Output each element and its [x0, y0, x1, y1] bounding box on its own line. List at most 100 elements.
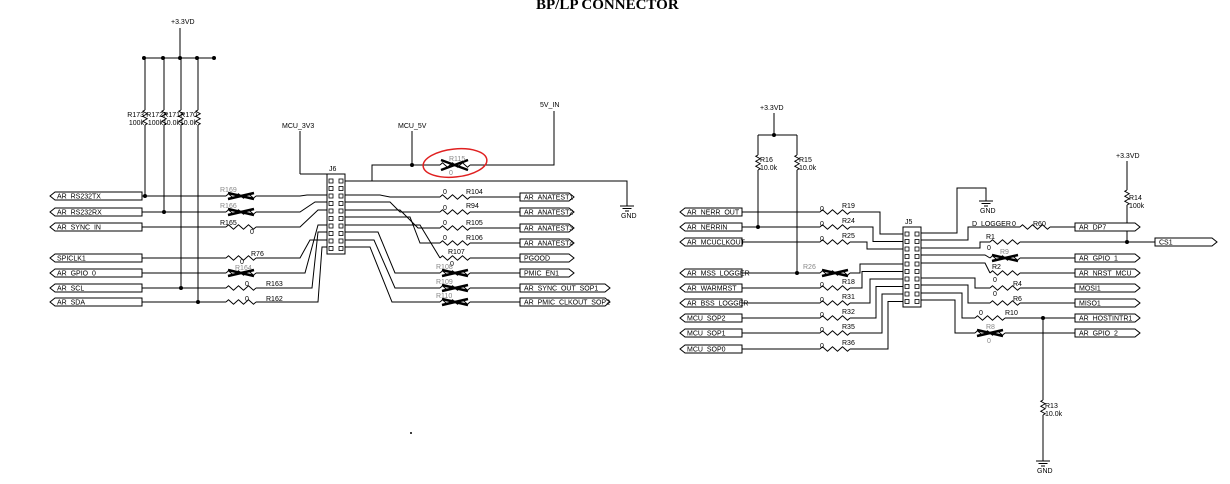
- wire: [850, 241, 903, 250]
- power-label: +3.3VD: [1116, 153, 1140, 160]
- res-value: 0: [820, 236, 824, 243]
- resistor-symbol: [225, 285, 257, 291]
- res-value: 0: [443, 220, 447, 227]
- res-ref: R19: [842, 203, 855, 210]
- res-value: 0: [450, 261, 454, 268]
- port-shape: [519, 268, 575, 278]
- resistor-symbol: [819, 285, 851, 291]
- wire: [345, 180, 628, 200]
- wire: [470, 111, 555, 166]
- power-label: +3.3VD: [760, 105, 784, 112]
- wire: [256, 194, 327, 197]
- port-shape: [1074, 222, 1141, 232]
- resistor-symbol: [793, 154, 801, 171]
- res-ref: R162: [266, 296, 283, 303]
- port-shape: [519, 253, 575, 263]
- res-value: 0: [820, 343, 824, 350]
- dnp-mark: [227, 268, 255, 278]
- wire: [850, 278, 903, 304]
- rb-right-port-0: AR_DP7: [1079, 225, 1106, 232]
- pullup-value: 10.0k: [760, 165, 778, 172]
- wire: [850, 293, 903, 334]
- resistor-symbol: [1039, 399, 1047, 416]
- pullup-value: 10.0k: [163, 120, 181, 127]
- connector-pin: [904, 254, 910, 259]
- connector-pin: [328, 201, 334, 206]
- left-port-5: AR_SCL: [57, 286, 84, 293]
- port-shape: [519, 223, 575, 233]
- resistor-symbol: [439, 255, 471, 261]
- resistor-symbol: [439, 225, 471, 231]
- port-shape: [1074, 268, 1141, 278]
- res-value: 0: [820, 312, 824, 319]
- connector-pin: [914, 284, 920, 289]
- wire: [345, 209, 440, 229]
- port-shape: [519, 283, 611, 293]
- resistor-symbol: [177, 109, 185, 126]
- left-port-3: SPICLK1: [57, 256, 86, 263]
- connector-ref: J5: [905, 219, 913, 226]
- connector-pin: [328, 238, 334, 244]
- resistor-symbol: [974, 315, 1006, 321]
- res-value: 0: [987, 245, 991, 252]
- dnp-mark: [441, 283, 469, 293]
- res-value: 0: [993, 277, 997, 284]
- port-shape: [1074, 253, 1141, 263]
- resistor-symbol: [754, 154, 762, 171]
- right-port-3: AR_ANATEST4: [524, 241, 573, 248]
- connector-pin: [338, 193, 344, 199]
- dnp-mark: [227, 191, 255, 201]
- resistor-symbol: [819, 300, 851, 306]
- res-ref: R105: [466, 220, 483, 227]
- port-shape: [519, 192, 575, 202]
- port-shape: [519, 207, 575, 217]
- connector-pin: [338, 216, 344, 221]
- pullup-value: 100k: [129, 120, 145, 127]
- port-shape: [679, 237, 743, 247]
- port-shape: [679, 313, 743, 323]
- res-ref: R107: [448, 249, 465, 256]
- resistor-symbol: [439, 194, 471, 200]
- right-port-5: PMIC_EN1: [524, 271, 559, 278]
- resistor-symbol: [989, 285, 1021, 291]
- res-value: 0: [245, 296, 249, 303]
- dnp-mark: [227, 207, 255, 217]
- res-ref: R60: [1033, 221, 1046, 228]
- port-shape: [49, 268, 143, 278]
- resistor-symbol: [225, 299, 257, 305]
- res-value: 0: [1012, 221, 1016, 228]
- res-value: 0: [443, 235, 447, 242]
- res-value: 0: [987, 338, 991, 345]
- resistor-symbol: [989, 239, 1021, 245]
- wire: [256, 246, 327, 303]
- wire: [921, 241, 990, 249]
- port-shape: [49, 283, 143, 293]
- wire: [256, 201, 327, 213]
- resistor-symbol: [819, 315, 851, 321]
- connector-pin: [904, 291, 910, 297]
- connector-pin: [914, 299, 920, 304]
- rail-label: MCU_3V3: [282, 123, 314, 130]
- res-value: 0: [820, 297, 824, 304]
- res-ref: R94: [466, 203, 479, 210]
- rb-right-port-1: AR_GPIO_1: [1079, 256, 1118, 263]
- page-title: BP/LP CONNECTOR: [536, 0, 679, 13]
- left-port-0: AR_RS232TX: [57, 194, 101, 201]
- res-ref: R163: [266, 281, 283, 288]
- wire: [850, 286, 903, 319]
- connector-pin: [338, 223, 344, 229]
- connector-pin: [904, 269, 910, 274]
- connector-pin: [328, 223, 334, 229]
- rb-right-port-3: MOSI1: [1079, 286, 1101, 293]
- wire: [921, 292, 975, 319]
- gnd-label: GND: [980, 208, 996, 215]
- pullup-value: 10.0k: [180, 120, 198, 127]
- junction-dot: [212, 56, 216, 60]
- port-shape: [1074, 283, 1141, 293]
- wire: [921, 284, 990, 304]
- rb-left-port-7: MCU_SOP1: [687, 331, 726, 338]
- resistor-symbol: [819, 209, 851, 215]
- res-ref: R10: [1005, 310, 1018, 317]
- resistor-symbol: [439, 240, 471, 246]
- res-ref: R165: [220, 220, 237, 227]
